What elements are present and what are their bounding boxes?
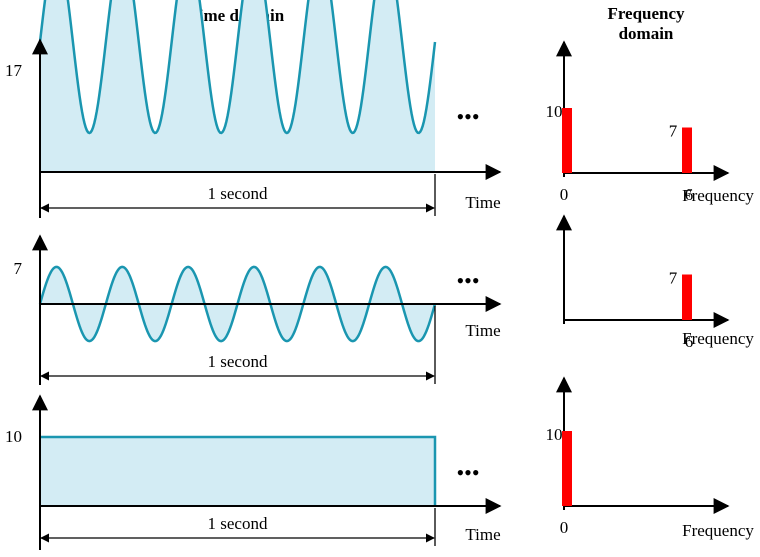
frequency-panel-3: Frequency 0 10 xyxy=(546,376,754,540)
y-value-label: 17 xyxy=(5,61,23,80)
one-second-label: 1 second xyxy=(208,514,268,533)
signal-line xyxy=(40,435,437,506)
spike-value-label: 7 xyxy=(669,122,678,141)
one-second-label: 1 second xyxy=(208,352,268,371)
frequency-domain-header-line1: Frequency xyxy=(607,4,685,23)
spectral-spike xyxy=(562,431,572,506)
spike-frequency-label: 0 xyxy=(560,185,569,204)
spike-frequency-label: 0 xyxy=(560,518,569,537)
time-axis-label: Time xyxy=(465,525,500,544)
time-panel-dc-plus-sine: 17 ••• Time 1 second xyxy=(5,0,502,218)
spectral-spike xyxy=(562,108,572,173)
y-value-label: 7 xyxy=(14,259,23,278)
spectral-spike xyxy=(682,274,692,320)
frequency-axis-label: Frequency xyxy=(682,186,754,205)
spectral-spike xyxy=(682,127,692,173)
one-second-label: 1 second xyxy=(208,184,268,203)
spike-value-label: 7 xyxy=(669,269,678,288)
spike-frequency-label: 6 xyxy=(685,185,694,204)
signal-fill xyxy=(40,0,435,172)
time-domain-panels: 17 ••• Time 1 second 7 ••• Time 1 second 10 ••• Ti… xyxy=(5,0,502,550)
continuation-dots: ••• xyxy=(456,268,479,293)
frequency-domain-header-line2: domain xyxy=(619,24,674,43)
frequency-axis-label: Frequency xyxy=(682,521,754,540)
spike-value-label: 10 xyxy=(546,102,563,121)
spike-value-label: 10 xyxy=(546,425,563,444)
signal-fill xyxy=(40,437,435,506)
time-panel-constant: 10 ••• Time 1 second xyxy=(5,394,502,550)
frequency-panel-1: Frequency 0 10 6 7 xyxy=(546,40,754,205)
y-value-label: 10 xyxy=(5,427,22,446)
signal-line xyxy=(38,0,437,135)
continuation-dots: ••• xyxy=(456,104,479,129)
continuation-dots: ••• xyxy=(456,460,479,485)
time-axis-label: Time xyxy=(465,193,500,212)
frequency-axis-label: Frequency xyxy=(682,329,754,348)
time-axis-label: Time xyxy=(465,321,500,340)
time-panel-pure-sine: 7 ••• Time 1 second xyxy=(14,234,502,385)
spike-frequency-label: 6 xyxy=(685,332,694,351)
